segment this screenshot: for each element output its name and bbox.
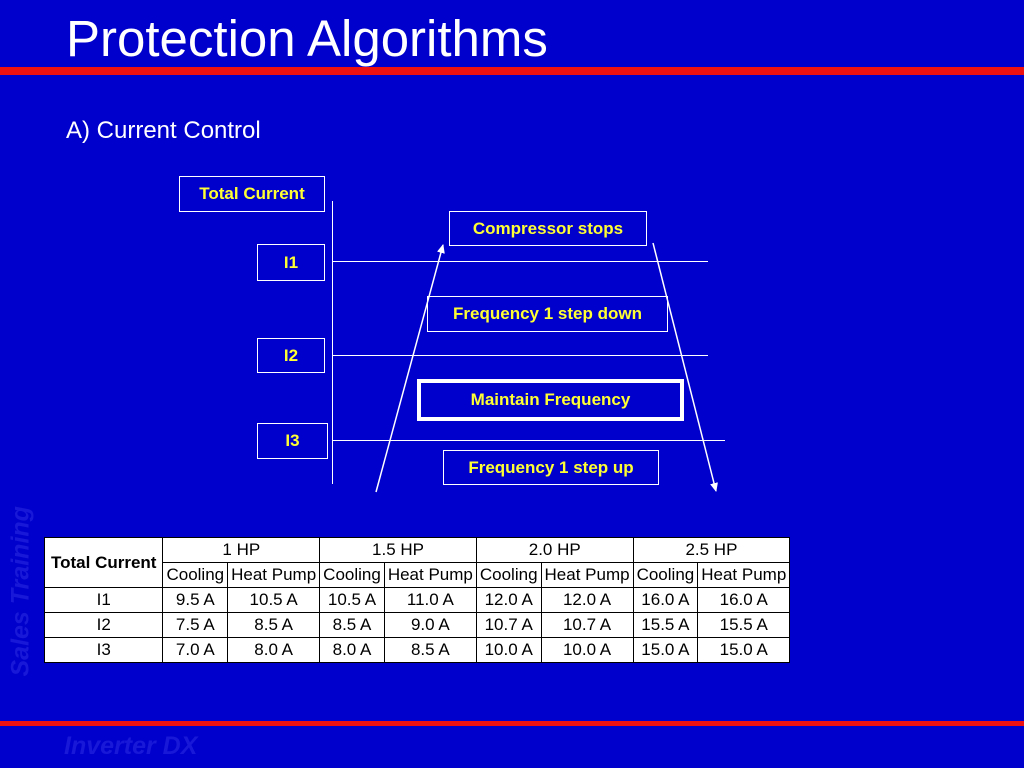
- vertical-axis: [332, 201, 333, 484]
- mode-header: Cooling: [632, 562, 699, 588]
- slide-title: Protection Algorithms: [66, 10, 548, 67]
- mode-header: Heat Pump: [540, 562, 634, 588]
- table-cell: 9.5 A: [162, 587, 229, 613]
- level-label-i3: I3: [285, 431, 300, 450]
- table-cell: 15.0 A: [697, 637, 791, 663]
- level-line-i1: [332, 261, 708, 262]
- current-threshold-table: Total Current 1 HP 1.5 HP 2.0 HP 2.5 HP …: [43, 537, 791, 663]
- zone-label: Compressor stops: [472, 218, 624, 238]
- table-cell: 8.0 A: [227, 637, 321, 663]
- table-cell: 8.5 A: [319, 612, 385, 638]
- table-cell: 7.0 A: [162, 637, 229, 663]
- table-cell: 15.5 A: [697, 612, 791, 638]
- table-cell: 11.0 A: [383, 587, 477, 613]
- zone-maintain-frequency: Maintain Frequency: [417, 379, 684, 421]
- table-cell: 16.0 A: [632, 587, 699, 613]
- table-cell: 10.7 A: [475, 612, 542, 638]
- level-box-i3: I3: [257, 423, 328, 459]
- mode-header: Cooling: [162, 562, 229, 588]
- zone-frequency-step-down: Frequency 1 step down: [427, 296, 668, 332]
- table-cell: 12.0 A: [540, 587, 634, 613]
- mode-header: Cooling: [319, 562, 385, 588]
- table-cell: 9.0 A: [383, 612, 477, 638]
- axis-label-box: Total Current: [179, 176, 325, 212]
- row-label: I2: [43, 612, 164, 638]
- group-header-1-5hp: 1.5 HP: [319, 537, 477, 563]
- group-header-1hp: 1 HP: [162, 537, 321, 563]
- table-cell: 15.5 A: [632, 612, 699, 638]
- zone-label: Frequency 1 step down: [453, 304, 642, 323]
- table-cell: 7.5 A: [162, 612, 229, 638]
- falling-current-arrow: [652, 242, 718, 492]
- top-accent-bar: [0, 67, 1024, 75]
- table-cell: 10.0 A: [540, 637, 634, 663]
- mode-header: Cooling: [475, 562, 542, 588]
- row-label: I1: [43, 587, 164, 613]
- table-cell: 10.0 A: [475, 637, 542, 663]
- bottom-accent-bar: [0, 721, 1024, 726]
- zone-frequency-step-up: Frequency 1 step up: [443, 450, 659, 485]
- axis-label: Total Current: [199, 184, 305, 203]
- level-line-i2: [332, 355, 708, 356]
- table-cell: 10.5 A: [319, 587, 385, 613]
- row-label: I3: [43, 637, 164, 663]
- level-label-i1: I1: [283, 252, 299, 272]
- table-cell: 12.0 A: [475, 587, 542, 613]
- level-box-i2: I2: [257, 338, 325, 373]
- zone-label: Maintain Frequency: [470, 390, 631, 409]
- table-header-row: Total Current 1 HP 1.5 HP 2.0 HP 2.5 HP: [43, 537, 791, 588]
- footer-watermark: Inverter DX: [64, 732, 198, 760]
- side-watermark: Sales Training: [6, 506, 35, 677]
- rising-current-arrow: [375, 244, 445, 493]
- zone-compressor-stops: Compressor stops: [449, 211, 647, 246]
- table-cell: 16.0 A: [697, 587, 791, 613]
- table-cell: 10.5 A: [227, 587, 321, 613]
- table-row: I2 7.5 A 8.5 A 8.5 A 9.0 A 10.7 A 10.7 A…: [43, 612, 791, 638]
- group-header-2-5hp: 2.5 HP: [632, 537, 791, 563]
- mode-header: Heat Pump: [227, 562, 321, 588]
- table-cell: 15.0 A: [632, 637, 699, 663]
- level-label-i2: I2: [283, 345, 299, 365]
- mode-header: Heat Pump: [383, 562, 477, 588]
- mode-header: Heat Pump: [697, 562, 791, 588]
- level-box-i1: I1: [257, 244, 325, 281]
- table-row: I1 9.5 A 10.5 A 10.5 A 11.0 A 12.0 A 12.…: [43, 587, 791, 613]
- table-corner-header: Total Current: [43, 537, 164, 588]
- table-cell: 10.7 A: [540, 612, 634, 638]
- level-line-i3: [332, 440, 725, 441]
- table-cell: 8.0 A: [319, 637, 385, 663]
- table-row: I3 7.0 A 8.0 A 8.0 A 8.5 A 10.0 A 10.0 A…: [43, 637, 791, 663]
- table-cell: 8.5 A: [227, 612, 321, 638]
- table-cell: 8.5 A: [383, 637, 477, 663]
- group-header-2-0hp: 2.0 HP: [475, 537, 634, 563]
- table-mode-row: Cooling Heat Pump Cooling Heat Pump Cool…: [45, 562, 791, 588]
- zone-label: Frequency 1 step up: [468, 457, 634, 477]
- slide-subtitle: A) Current Control: [66, 117, 261, 144]
